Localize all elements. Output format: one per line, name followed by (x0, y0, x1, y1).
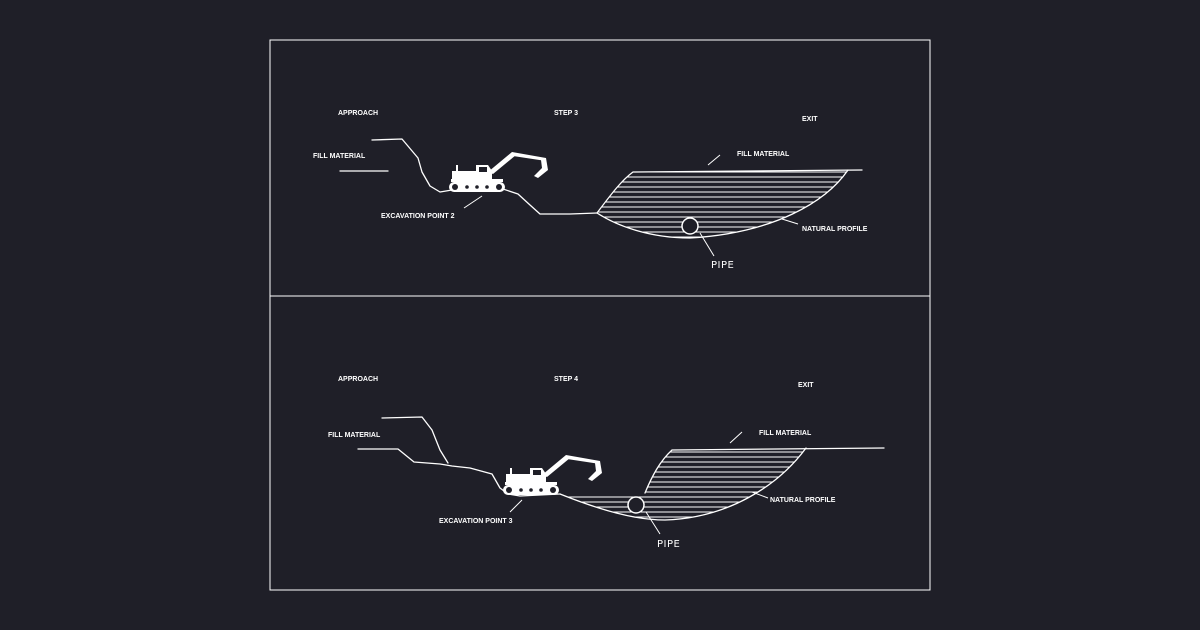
natural-profile-curve (596, 169, 849, 239)
excavator-icon (448, 151, 549, 193)
exit-label: EXIT (798, 382, 814, 389)
fill-material-right-label: FILL MATERIAL (759, 430, 812, 437)
excavator-icon (502, 454, 603, 496)
excavation-point-label: EXCAVATION POINT 3 (439, 518, 513, 525)
pipe-circle (681, 217, 699, 235)
natural-profile-curve (559, 447, 807, 521)
fill-outline (596, 169, 863, 214)
panel-frame (269, 295, 931, 591)
panel-step-3: APPROACH STEP 3 EXIT FILL MATERIAL FILL … (269, 39, 931, 297)
ground-profile-left (357, 416, 561, 497)
fill-material-left-label: FILL MATERIAL (328, 432, 381, 439)
step-label: STEP 4 (554, 376, 578, 383)
approach-label: APPROACH (338, 110, 378, 117)
fill-outline (644, 447, 885, 494)
pipe-label: PIPE (711, 260, 734, 271)
step-label: STEP 3 (554, 110, 578, 117)
fill-material-right-label: FILL MATERIAL (737, 151, 790, 158)
excavation-point-label: EXCAVATION POINT 2 (381, 213, 455, 220)
approach-label: APPROACH (338, 376, 378, 383)
panel-step-4: APPROACH STEP 4 EXIT FILL MATERIAL FILL … (269, 295, 931, 591)
panel-frame (269, 39, 931, 297)
pipe-label: PIPE (657, 539, 680, 550)
natural-profile-label: NATURAL PROFILE (770, 497, 836, 504)
pipe-circle (627, 496, 645, 514)
exit-label: EXIT (802, 116, 818, 123)
natural-profile-label: NATURAL PROFILE (802, 226, 868, 233)
fill-material-left-label: FILL MATERIAL (313, 153, 366, 160)
